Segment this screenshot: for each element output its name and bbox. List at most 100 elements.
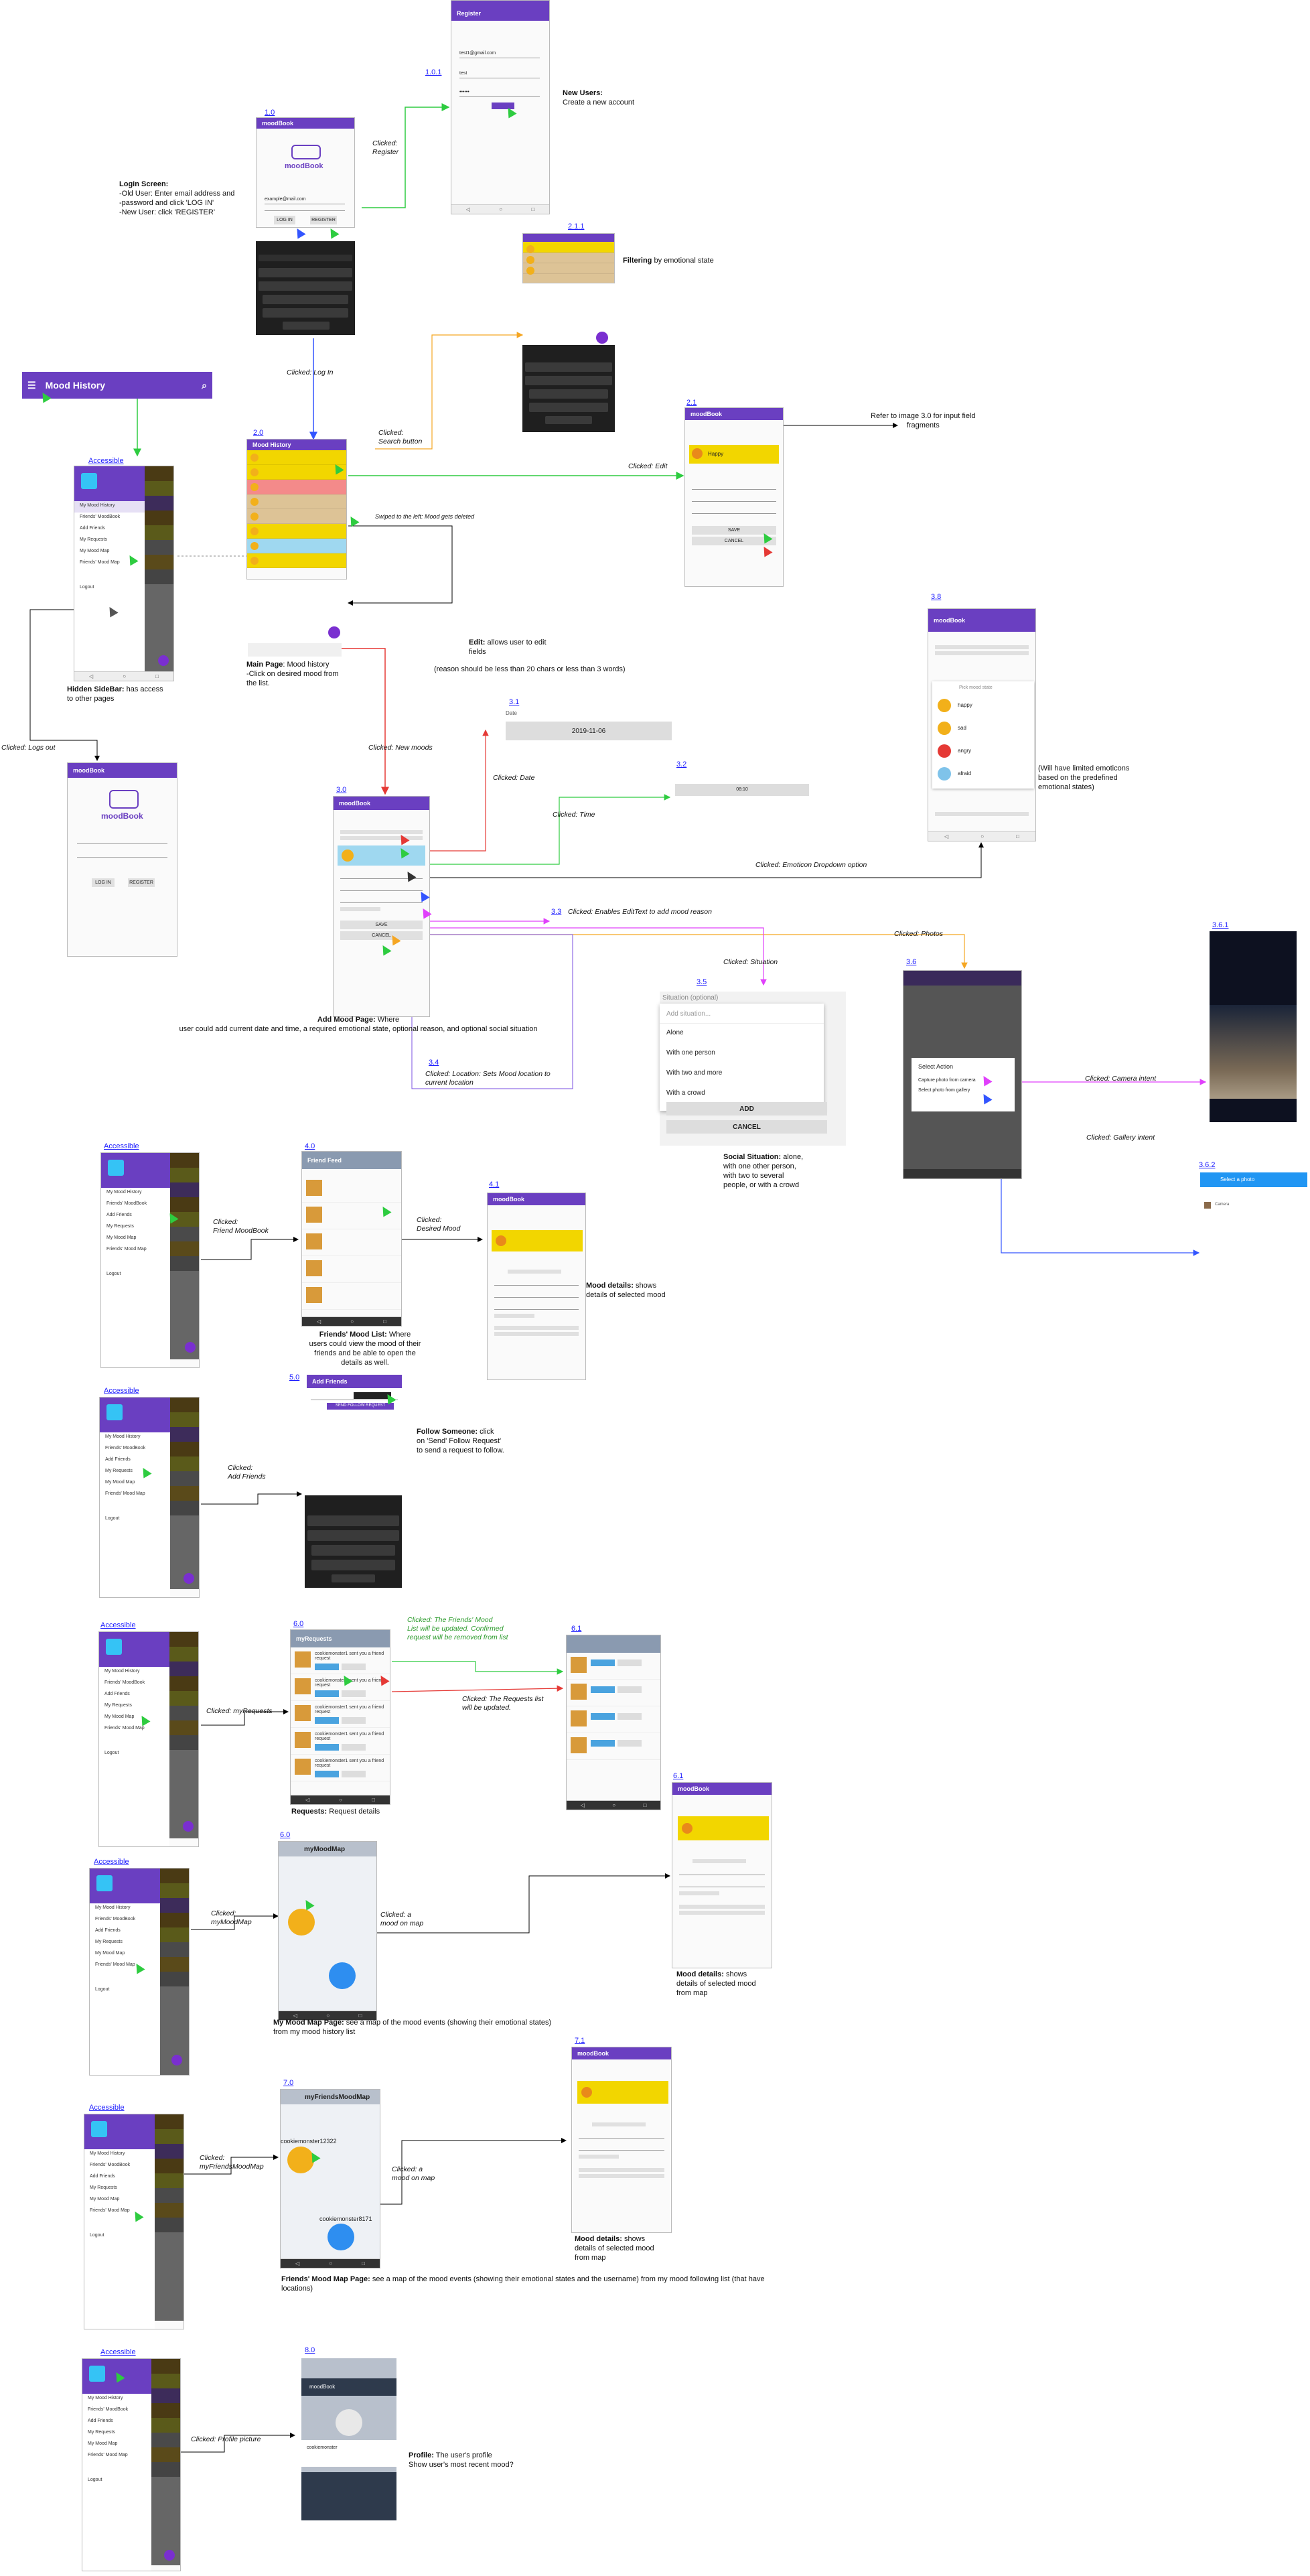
accessible-link[interactable]: Accessible <box>104 1142 139 1150</box>
register-submit-button[interactable] <box>492 103 514 109</box>
drawer-item-friends-mood-map[interactable]: Friends' Mood Map <box>80 560 120 565</box>
add-emotion-selector[interactable] <box>338 845 425 866</box>
screen-id-1-0[interactable]: 1.0 <box>265 109 275 117</box>
edit-field[interactable] <box>692 482 776 490</box>
register-email-field[interactable]: test1@gmail.com <box>459 51 496 56</box>
emotion-option-afraid[interactable]: afraid <box>932 762 1034 785</box>
screen-id-6-0[interactable]: 6.0 <box>293 1620 304 1628</box>
friend-mood-item[interactable] <box>302 1256 401 1283</box>
accessible-link[interactable]: Accessible <box>89 2104 125 2112</box>
email-field[interactable] <box>77 843 167 844</box>
android-nav-bar[interactable]: ◁○□ <box>451 204 549 214</box>
drawer-item-add-friends[interactable]: Add Friends <box>80 526 105 531</box>
add-save-button[interactable]: SAVE <box>340 921 423 929</box>
screen-id-5-0[interactable]: 5.0 <box>289 1373 300 1381</box>
emotion-option-happy[interactable]: happy <box>932 693 1034 716</box>
situation-option-crowd[interactable]: With a crowd <box>666 1089 705 1097</box>
situation-option-one-person[interactable]: With one person <box>666 1049 715 1057</box>
emotion-option-angry[interactable]: angry <box>932 739 1034 762</box>
search-icon[interactable]: ⌕ <box>202 379 207 391</box>
screen-id-3-8[interactable]: 3.8 <box>931 593 942 601</box>
fab-add-icon[interactable] <box>164 2550 175 2561</box>
delete-button[interactable] <box>342 1664 366 1670</box>
screen-id-3-4[interactable]: 3.4 <box>429 1059 439 1067</box>
situation-cancel-button[interactable]: CANCEL <box>666 1120 827 1134</box>
add-reason-field[interactable] <box>340 883 423 891</box>
register-password-field[interactable]: •••••• <box>459 90 469 94</box>
screen-id-6-0-map[interactable]: 6.0 <box>280 1831 291 1839</box>
screen-id-2-1[interactable]: 2.1 <box>686 399 697 407</box>
screen-id-7-1[interactable]: 7.1 <box>575 2037 585 2045</box>
screen-id-3-2[interactable]: 3.2 <box>676 760 687 768</box>
accessible-link[interactable]: Accessible <box>88 457 124 465</box>
screen-id-3-6-2[interactable]: 3.6.2 <box>1199 1161 1216 1169</box>
drawer-item-my-mood-map[interactable]: My Mood Map <box>80 549 110 553</box>
accessible-link[interactable]: Accessible <box>104 1387 139 1395</box>
edit-save-button[interactable]: SAVE <box>692 526 776 535</box>
drawer-item-friends-moodbook[interactable]: Friends' MoodBook <box>80 515 121 519</box>
screen-id-2-0[interactable]: 2.0 <box>253 429 264 437</box>
fab-add-icon[interactable] <box>328 626 340 638</box>
date-picker-field[interactable]: 2019-11-06 <box>506 722 672 740</box>
drawer-item-mood-history[interactable]: My Mood History <box>74 501 145 513</box>
register-button[interactable]: REGISTER <box>128 878 155 887</box>
drawer-item-logout[interactable]: Logout <box>80 585 94 590</box>
screen-id-3-1[interactable]: 3.1 <box>509 698 520 706</box>
edit-mood-state[interactable]: Happy <box>689 445 779 464</box>
login-email-field[interactable]: example@mail.com <box>265 197 306 202</box>
accessible-link[interactable]: Accessible <box>100 1621 136 1629</box>
edit-field[interactable] <box>692 494 776 502</box>
keyboard[interactable] <box>256 241 355 335</box>
edit-cancel-button[interactable]: CANCEL <box>692 537 776 545</box>
situation-option-two-and-more[interactable]: With two and more <box>666 1069 723 1077</box>
add-date-field[interactable] <box>340 830 423 834</box>
confirm-button[interactable] <box>315 1664 339 1670</box>
add-situation-field[interactable] <box>340 895 423 903</box>
friend-mood-marker[interactable] <box>328 2224 354 2250</box>
screen-id-3-0[interactable]: 3.0 <box>336 786 347 794</box>
friend-mood-item[interactable] <box>302 1176 401 1203</box>
register-button[interactable]: REGISTER <box>310 216 337 224</box>
login-password-field[interactable] <box>265 210 345 211</box>
password-field[interactable] <box>77 857 167 858</box>
camera-folder-icon[interactable] <box>1204 1202 1211 1209</box>
situation-option-alone[interactable]: Alone <box>666 1029 684 1036</box>
mood-marker[interactable] <box>329 1962 356 1989</box>
add-photo-button[interactable] <box>340 907 380 911</box>
add-friends-keyboard[interactable] <box>305 1495 402 1588</box>
menu-icon[interactable]: ☰ <box>27 379 36 391</box>
profile-avatar[interactable] <box>336 2409 362 2436</box>
emotion-option-sad[interactable]: sad <box>932 716 1034 739</box>
situation-add-button[interactable]: ADD <box>666 1102 827 1115</box>
fab-add-icon[interactable] <box>158 655 169 666</box>
screen-id-3-6-1[interactable]: 3.6.1 <box>1212 921 1229 929</box>
screen-id-6-1[interactable]: 6.1 <box>571 1625 582 1633</box>
gallery-item[interactable]: Camera <box>1215 1203 1230 1207</box>
time-picker-field[interactable]: 08:10 <box>675 784 809 796</box>
accessible-link[interactable]: Accessible <box>94 1858 129 1866</box>
search-keyboard[interactable] <box>522 345 615 432</box>
screen-id-2-1-1[interactable]: 2.1.1 <box>568 222 585 230</box>
fab-add-icon[interactable] <box>171 2055 182 2065</box>
fab-add-icon[interactable] <box>184 1573 194 1584</box>
accessible-link[interactable]: Accessible <box>100 2348 136 2356</box>
fab-add-icon[interactable] <box>596 332 608 344</box>
situation-dropdown[interactable]: Add situation... Alone With one person W… <box>660 1004 824 1111</box>
screen-id-7-0[interactable]: 7.0 <box>283 2079 294 2087</box>
gallery-option[interactable]: Select photo from gallery <box>918 1088 970 1093</box>
screen-id-6-1-map[interactable]: 6.1 <box>673 1772 684 1780</box>
friend-mood-item[interactable] <box>302 1283 401 1310</box>
login-button[interactable]: LOG IN <box>274 216 295 224</box>
screen-id-1-0-1[interactable]: 1.0.1 <box>425 68 442 76</box>
mood-marker[interactable] <box>288 1909 315 1936</box>
emotion-dropdown-menu[interactable]: Pick mood state happy sad angry afraid <box>932 681 1034 789</box>
friend-mood-marker[interactable] <box>287 2147 314 2173</box>
screen-id-4-0[interactable]: 4.0 <box>305 1142 315 1150</box>
register-user-field[interactable]: test <box>459 71 467 76</box>
add-cancel-button[interactable]: CANCEL <box>340 931 423 940</box>
screen-id-3-3[interactable]: 3.3 <box>551 908 562 916</box>
add-reason-field[interactable] <box>340 871 423 879</box>
fab-add-icon[interactable] <box>185 1342 196 1353</box>
friend-mood-item[interactable] <box>302 1203 401 1229</box>
fab-add-icon[interactable] <box>183 1821 194 1832</box>
